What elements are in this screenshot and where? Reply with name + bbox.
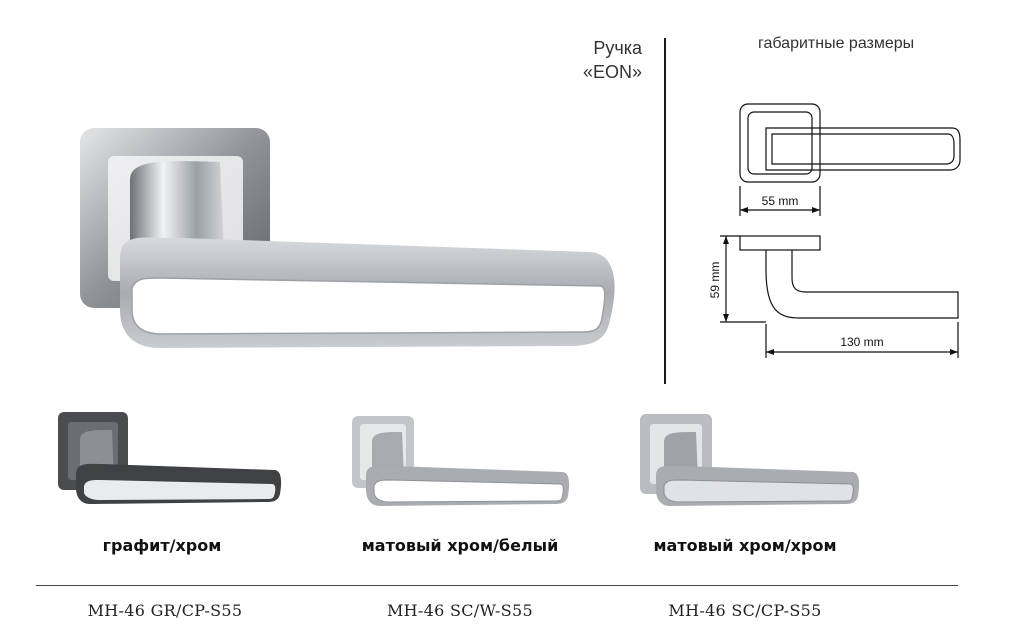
variant-code-graphite: MH-46 GR/CP-S55 <box>87 601 243 620</box>
variant-finish-satin-chrome: матовый хром/хром <box>653 536 837 555</box>
length-label: 130 mm <box>840 335 883 349</box>
dimension-drawing: 55 mm 59 mm 130 mm <box>708 103 961 358</box>
variant-image-satin-chrome <box>640 414 860 506</box>
main-handle-image <box>80 128 615 348</box>
dimensions-label: габаритные размеры <box>758 35 915 52</box>
bottom-divider <box>36 585 958 586</box>
variant-code-satin-white: MH-46 SC/W-S55 <box>387 601 533 620</box>
variant-finish-satin-white: матовый хром/белый <box>361 536 559 555</box>
variant-image-satin-white <box>352 416 570 506</box>
variant-image-graphite <box>58 412 282 504</box>
variant-finish-graphite: графит/хром <box>102 536 222 555</box>
product-title-line2: «EON» <box>582 62 642 82</box>
product-title: Ручка «EON» <box>560 36 642 84</box>
product-title-line1: Ручка <box>593 38 642 58</box>
height-label: 59 mm <box>708 262 722 299</box>
rose-width-label: 55 mm <box>762 194 799 208</box>
variant-code-satin-chrome: MH-46 SC/CP-S55 <box>668 601 822 620</box>
section-divider <box>664 38 666 384</box>
